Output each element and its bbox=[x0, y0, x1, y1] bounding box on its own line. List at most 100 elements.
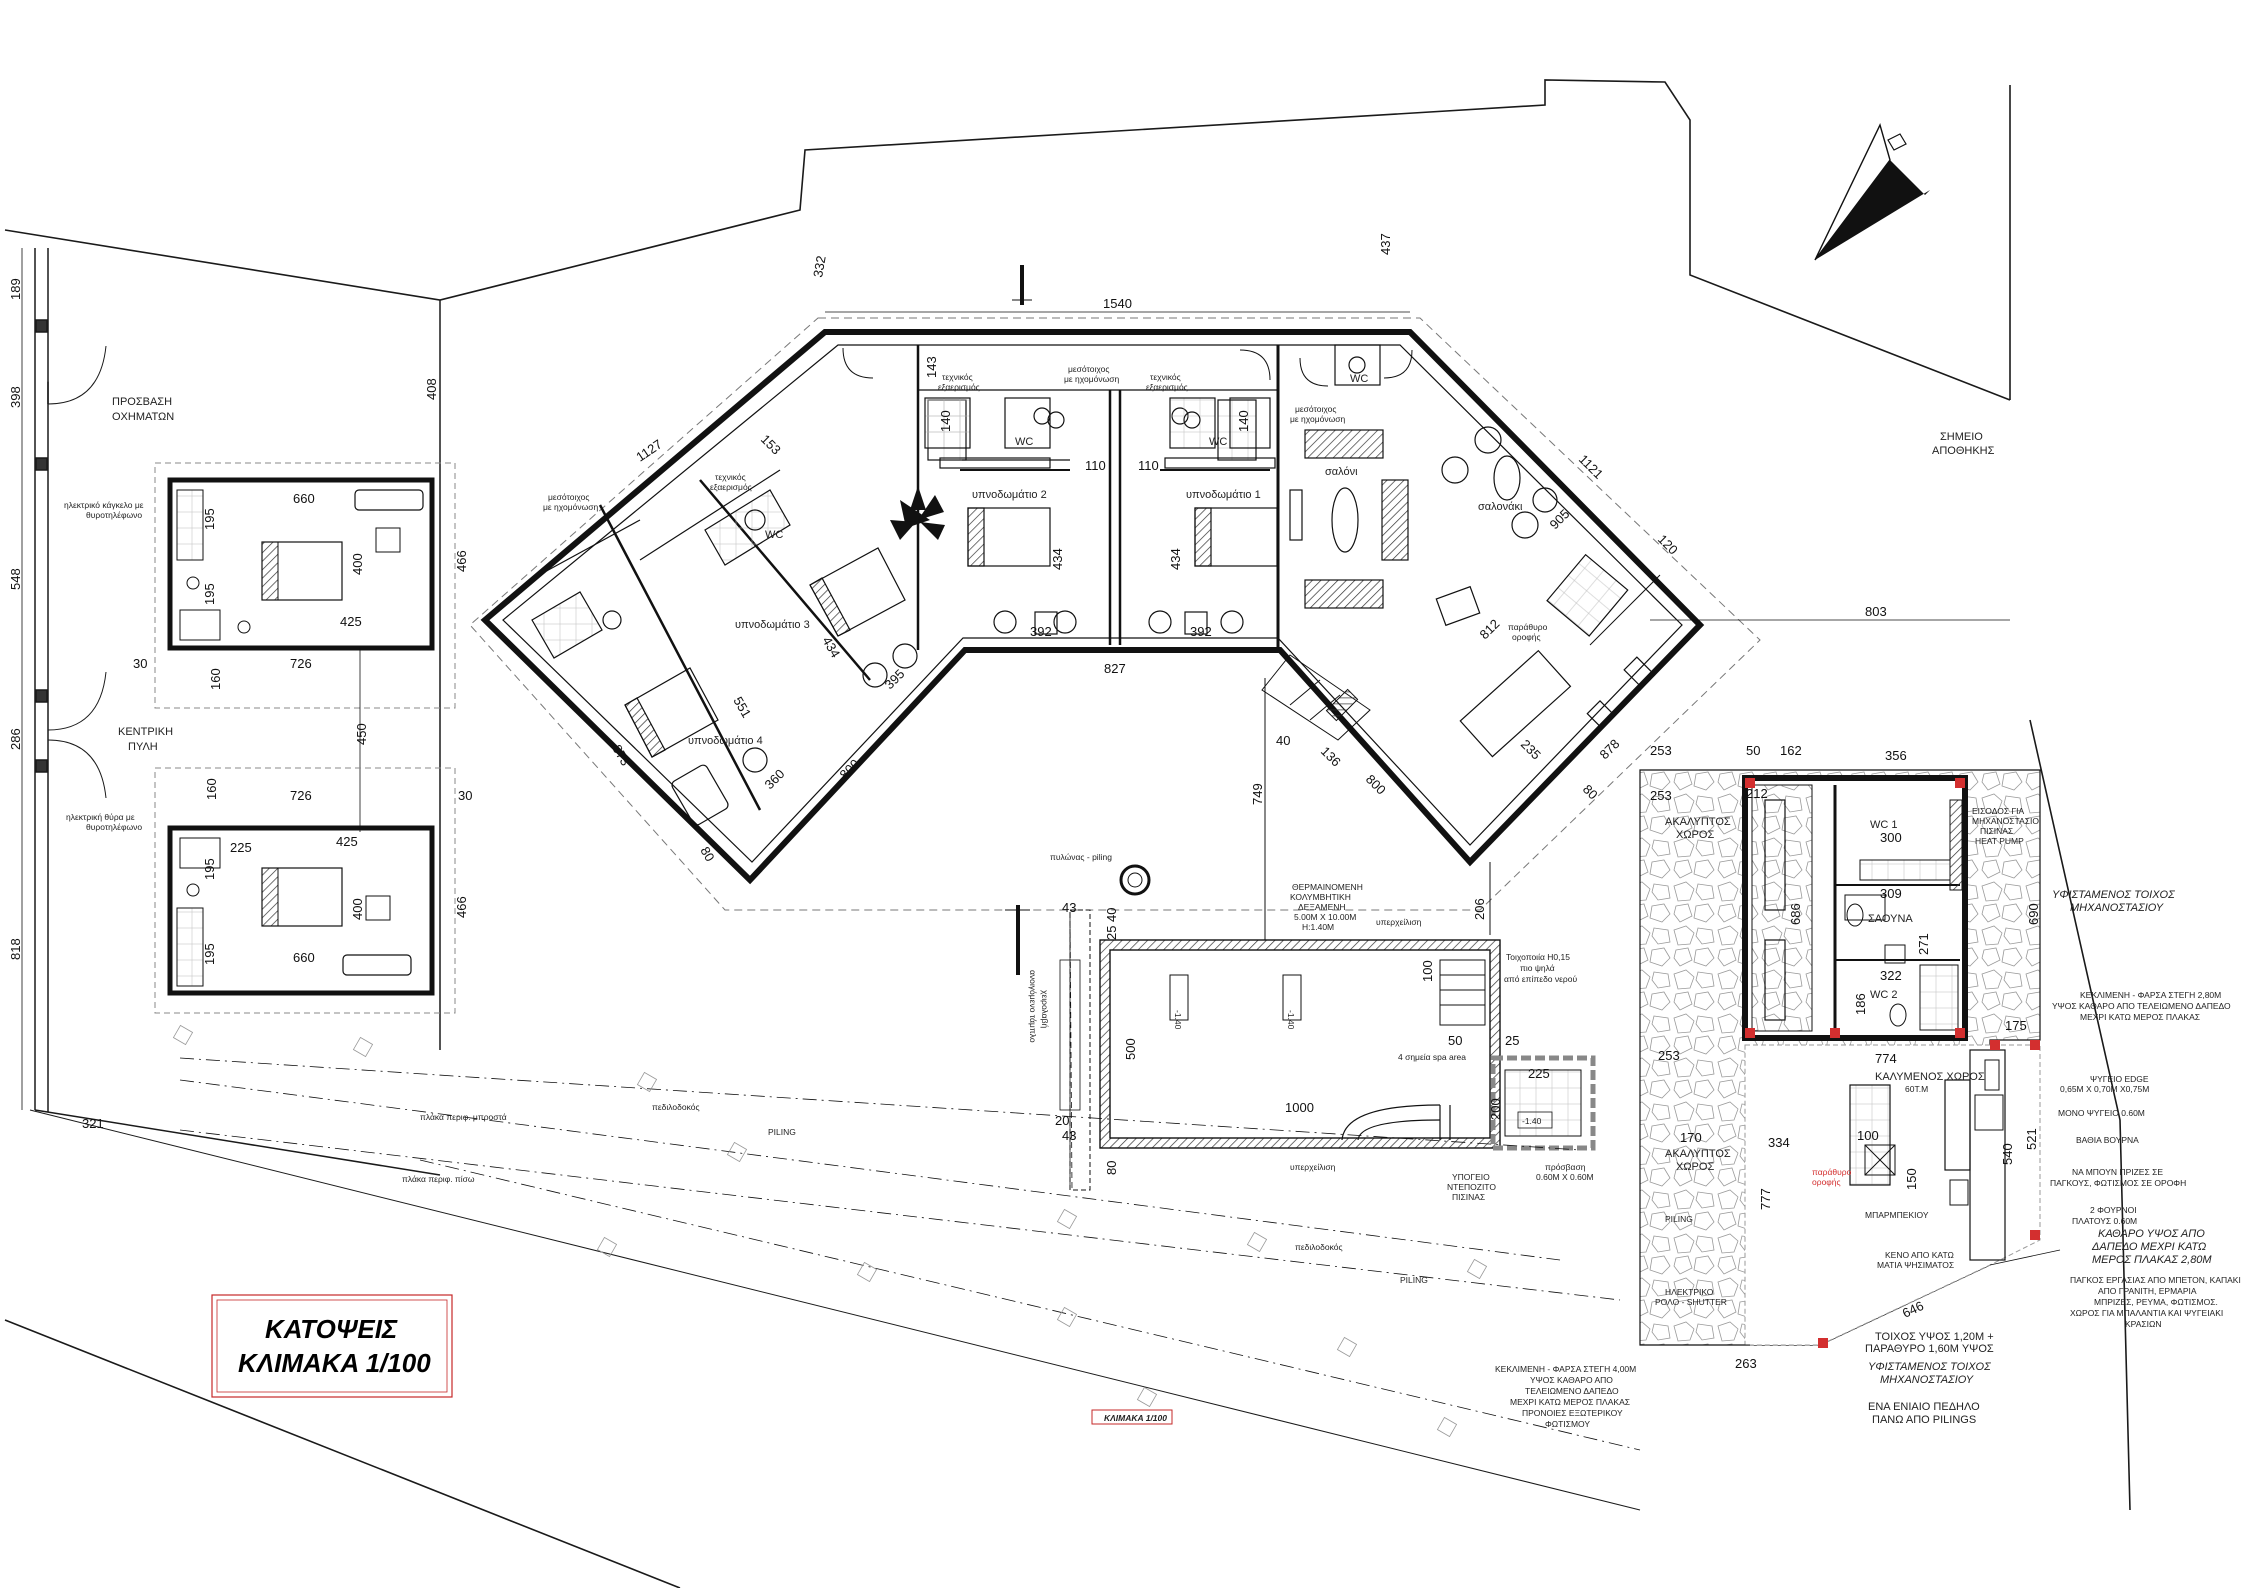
rot-label-1: ανοιγόμενο τάμπλο bbox=[1028, 970, 1038, 1043]
depth-label-3: -1.40 bbox=[1522, 1116, 1542, 1126]
dim-400: 400 bbox=[350, 553, 365, 575]
existing-wall-label: ΥΦΙΣΤΑΜΕΝΟΣ ΤΟΙΧΟΣ bbox=[2052, 889, 2175, 901]
dim-1000: 1000 bbox=[1285, 1100, 1314, 1115]
dim-749: 749 bbox=[1250, 783, 1265, 805]
sloped-label-1: ΚΕΚΛΙΜΕΝΗ - ΦΑΡΣΑ ΣΤΕΓΗ 2,80Μ bbox=[2080, 990, 2221, 1000]
dim-356: 356 bbox=[1885, 748, 1907, 763]
dim-322: 322 bbox=[1880, 968, 1902, 983]
dim-321: 321 bbox=[82, 1116, 104, 1131]
dim-271: 271 bbox=[1916, 933, 1931, 955]
doors bbox=[842, 347, 1413, 387]
basement-label-2: ΝΤΕΠΟΖΙΤΟ bbox=[1447, 1182, 1496, 1192]
wc2-label: WC 2 bbox=[1870, 989, 1898, 1001]
vehicle-access-label-2: ΟΧΗΜΑΤΩΝ bbox=[112, 411, 174, 423]
ped-label: πεδιλοδοκός bbox=[652, 1102, 700, 1112]
dim-195-b: 195 bbox=[202, 583, 217, 605]
existing-wall-label-b2: ΜΗΧΑΝΟΣΤΑΣΙΟΥ bbox=[1880, 1374, 1974, 1386]
dim-140: 140 bbox=[938, 410, 953, 432]
clear-label-2: ΔΑΠΕΔΟ ΜΕΧΡΙ ΚΑΤΩ bbox=[2091, 1241, 2206, 1253]
dim-263: 263 bbox=[1735, 1356, 1757, 1371]
pool-label-4: 5.00Μ Χ 10.00Μ bbox=[1294, 912, 1356, 922]
site-boundary bbox=[4, 79, 2131, 1588]
dim-774: 774 bbox=[1875, 1051, 1897, 1066]
clear-label-3: ΜΕΡΟΣ ΠΛΑΚΑΣ 2,80Μ bbox=[2092, 1254, 2212, 1266]
sauna-label: ΣΑΟΥΝΑ bbox=[1868, 913, 1913, 925]
dim-398: 398 bbox=[8, 386, 23, 408]
entry-stairs bbox=[1261, 654, 1491, 940]
fridge-label-1: ΨΥΓΕΙΟ EDGE bbox=[2090, 1074, 2149, 1084]
dim-225-b: 225 bbox=[1528, 1066, 1550, 1081]
heatpump-label-3: ΠΙΣΙΝΑΣ bbox=[1980, 826, 2013, 836]
roof4-label-2: ΥΨΟΣ ΚΑΘΑΡΟ ΑΠΟ bbox=[1530, 1375, 1613, 1385]
partition-label-2: με ηχομόνωση bbox=[1064, 374, 1119, 384]
overflow-label-b: υπερχείλιση bbox=[1290, 1162, 1336, 1172]
heatpump-label-2: ΜΗΧΑΝΟΣΤΑΣΙΟ bbox=[1972, 816, 2039, 826]
dim-153: 153 bbox=[758, 432, 784, 458]
dim-25-b: 25 bbox=[1505, 1033, 1519, 1048]
dim-309: 309 bbox=[1880, 886, 1902, 901]
access-label-2: 0.60Μ Χ 0.60Μ bbox=[1536, 1172, 1594, 1182]
dim-150: 150 bbox=[1904, 1168, 1919, 1190]
title-line-1: ΚΑΤΟΨΕΙΣ bbox=[265, 1314, 398, 1344]
bedroom-3 bbox=[704, 489, 918, 688]
outbuilding-dims: 253 50 162 356 253 212 300 309 686 271 3… bbox=[1650, 743, 2041, 1371]
wall-label-2: πιο ψηλά bbox=[1520, 963, 1555, 973]
living-label: σαλόνι bbox=[1325, 466, 1358, 478]
guest-block-top: 660 195 195 400 425 466 726 30 160 bbox=[133, 462, 469, 709]
dim-425: 425 bbox=[340, 614, 362, 629]
basement-label-3: ΠΙΣΙΝΑΣ bbox=[1452, 1192, 1485, 1202]
kitchen-roof-window-label-2: οροφής bbox=[1812, 1177, 1841, 1187]
entrance-wall bbox=[34, 248, 441, 1176]
dim-437: 437 bbox=[1378, 233, 1393, 255]
dim-225: 225 bbox=[230, 840, 252, 855]
section-markers bbox=[1005, 265, 1032, 975]
dim-186: 186 bbox=[1853, 993, 1868, 1015]
dim-1121: 1121 bbox=[1576, 452, 1606, 482]
spa-label: 4 σημεία spa area bbox=[1398, 1052, 1466, 1062]
dim-160: 160 bbox=[208, 668, 223, 690]
dim-25: 25 bbox=[1104, 926, 1119, 940]
wall-label-3: από επίπεδο νερού bbox=[1504, 974, 1577, 984]
dim-170: 170 bbox=[1680, 1130, 1702, 1145]
partition-label-c: μεσότοιχος bbox=[548, 492, 589, 502]
existing-wall-label-b: ΥΦΙΣΤΑΜΕΝΟΣ ΤΟΙΧΟΣ bbox=[1868, 1361, 1991, 1373]
open-space-label-2: ΧΩΡΟΣ bbox=[1676, 829, 1714, 841]
title-line-2: ΚΛΙΜΑΚΑ 1/100 bbox=[238, 1348, 431, 1378]
tech-label-c: τεχνικός bbox=[715, 472, 746, 482]
single-label-1: ΕΝΑ ΕΝΙΑΙΟ ΠΕΔΗΛΟ bbox=[1868, 1401, 1980, 1413]
bedroom2-label: υπνοδωμάτιο 2 bbox=[972, 489, 1047, 501]
dim-195-c: 195 bbox=[202, 858, 217, 880]
sockets-label-2: ΠΑΓΚΟΥΣ, ΦΩΤΙΣΜΟΣ ΣΕ ΟΡΟΦΗ bbox=[2050, 1178, 2186, 1188]
vehicle-access-label: ΠΡΟΣΒΑΣΗ bbox=[112, 396, 172, 408]
partition-label-b2: με ηχομόνωση bbox=[1290, 414, 1345, 424]
door-note: ηλεκτρική θύρα με bbox=[66, 812, 135, 822]
shutter-label-1: ΗΛΕΚΤΡΙΚΟ bbox=[1665, 1287, 1714, 1297]
dim-20: 20 bbox=[1055, 1113, 1069, 1128]
dim-30: 30 bbox=[133, 656, 147, 671]
ped-label-b: πεδιλοδοκός bbox=[1295, 1242, 1343, 1252]
dim-500: 500 bbox=[1123, 1038, 1138, 1060]
storage-label-2: ΑΠΟΘΗΚΗΣ bbox=[1932, 445, 1995, 457]
depth-label-1: -1.40 bbox=[1173, 1010, 1183, 1030]
overflow-label: υπερχείλιση bbox=[1376, 917, 1422, 927]
void-label-1: ΚΕΝΟ ΑΠΟ ΚΑΤΩ bbox=[1885, 1250, 1954, 1260]
pool-label-1: ΘΕΡΜΑΙΝΟΜΕΝΗ bbox=[1292, 882, 1363, 892]
tech-label-2: εξαερισμός bbox=[938, 382, 980, 392]
wall-low-label-1: ΤΟΙΧΟΣ ΥΨΟΣ 1,20Μ + bbox=[1875, 1331, 1994, 1343]
dim-434-c: 434 bbox=[819, 634, 843, 660]
dim-803: 803 bbox=[1865, 604, 1887, 619]
roof4-label-1: ΚΕΚΛΙΜΕΝΗ - ΦΑΡΣΑ ΣΤΕΓΗ 4,00Μ bbox=[1495, 1364, 1636, 1374]
dim-450: 450 bbox=[354, 723, 369, 745]
counter-label-2: ΑΠΟ ΓΡΑΝΙΤΗ, ΕΡΜΑΡΙΑ bbox=[2098, 1286, 2197, 1296]
covered-label-2: 60Τ.Μ bbox=[1905, 1084, 1928, 1094]
dim-434: 434 bbox=[1050, 548, 1065, 570]
tech-label-b2: εξαερισμός bbox=[1146, 382, 1188, 392]
dim-466: 466 bbox=[454, 550, 469, 572]
access-label-1: πρόσβαση bbox=[1545, 1162, 1586, 1172]
dim-1127: 1127 bbox=[633, 436, 665, 464]
bedroom4-label: υπνοδωμάτιο 4 bbox=[688, 735, 763, 747]
main-gate-label: ΚΕΝΤΡΙΚΗ bbox=[118, 726, 173, 738]
dim-800-b: 800 bbox=[1363, 772, 1389, 798]
living-area bbox=[1289, 344, 1661, 758]
